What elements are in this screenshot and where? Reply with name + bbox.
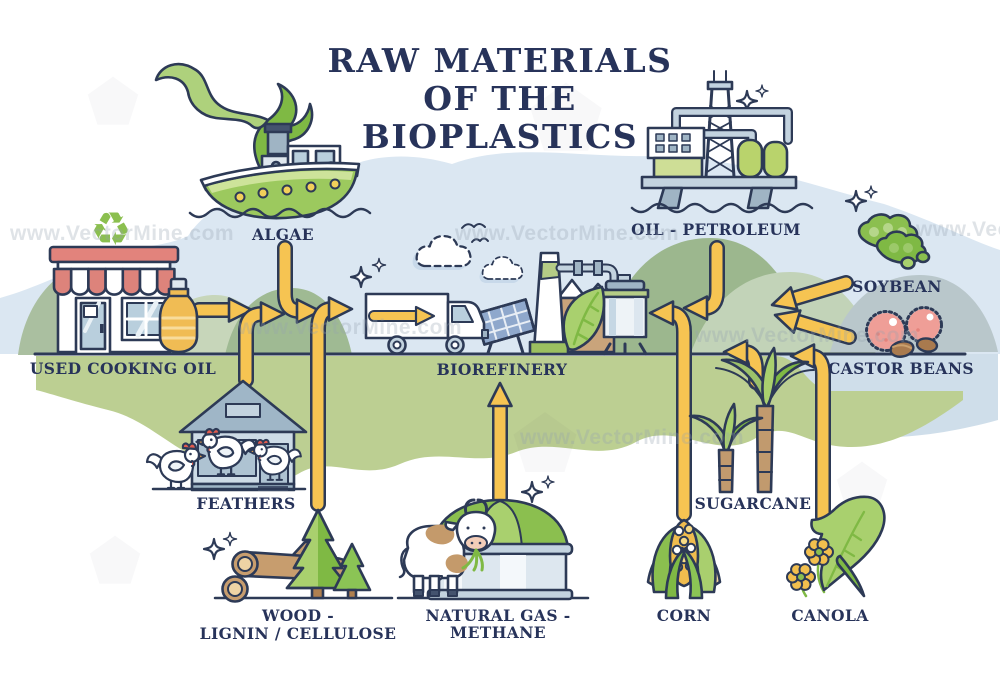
- oil-bottle-icon: [158, 277, 199, 354]
- sugarcane-icon: [688, 346, 815, 494]
- label-natural-gas-line1: NATURAL GAS -: [425, 606, 571, 625]
- corn-icon: [646, 518, 722, 600]
- label-biorefinery: BIOREFINERY: [436, 360, 568, 379]
- label-algae: ALGAE: [251, 225, 315, 244]
- arrow-feathers: [238, 301, 286, 388]
- fermenter-tank: [600, 274, 650, 356]
- truck-icon: [364, 292, 489, 355]
- label-canola: CANOLA: [791, 606, 869, 625]
- boat-waves: [188, 207, 372, 219]
- label-castor-beans: CASTOR BEANS: [828, 359, 974, 378]
- label-natural-gas-line2: METHANE: [450, 623, 546, 642]
- canola-flowers: [786, 538, 834, 591]
- feathers-icon: [145, 379, 308, 492]
- title-line-3: BIOPLASTICS: [361, 117, 639, 156]
- natural-gas-icon: [396, 498, 590, 601]
- soybean-icon: [857, 213, 931, 270]
- title-line-1: RAW MATERIALS: [327, 41, 673, 80]
- arrow-soybean: [767, 275, 854, 318]
- leaf-icon: [562, 285, 606, 351]
- label-oil-petroleum: OIL - PETROLEUM: [631, 220, 801, 239]
- pine-trees: [285, 508, 372, 600]
- label-wood-line1: WOOD -: [261, 606, 335, 625]
- cow-icon: [398, 498, 497, 597]
- arrow-corn: [648, 300, 692, 522]
- rig-waves: [630, 202, 814, 214]
- canola-icon: [786, 495, 886, 598]
- label-sugarcane: SUGARCANE: [694, 494, 812, 513]
- biorefinery-icon: [364, 251, 650, 356]
- arrow-natural-gas: [487, 381, 513, 506]
- label-feathers: FEATHERS: [196, 494, 296, 513]
- label-wood-line2: LIGNIN / CELLULOSE: [199, 624, 397, 643]
- arrow-oil-petroleum: [682, 240, 725, 321]
- title-line-2: OF THE: [423, 79, 577, 118]
- store-awning: [52, 267, 176, 296]
- arrow-sugarcane: [722, 339, 764, 390]
- arrow-used-cooking-oil: [191, 297, 254, 323]
- label-used-cooking-oil: USED COOKING OIL: [29, 359, 217, 378]
- page-title: RAW MATERIALS OF THE BIOPLASTICS: [328, 42, 673, 156]
- oil-petroleum-icon: [630, 70, 814, 214]
- algae-icon: [154, 62, 372, 220]
- factory-pipe: [555, 260, 619, 293]
- factory-chimney: [528, 251, 570, 356]
- castor-beans-icon: [865, 306, 943, 358]
- birds: [461, 223, 489, 243]
- solar-panel-icon: [474, 298, 536, 355]
- store-door: [74, 296, 112, 356]
- arrow-canola: [789, 343, 831, 525]
- used-cooking-oil-icon: ♻: [48, 202, 199, 356]
- flow-arrows: [191, 240, 857, 525]
- arrow-algae: [277, 240, 322, 324]
- label-corn: CORN: [656, 606, 712, 625]
- arrow-castor-beans: [770, 302, 857, 345]
- boat-icon: [188, 122, 372, 220]
- arrow-wood: [310, 296, 354, 512]
- recycle-icon: ♻: [90, 202, 131, 256]
- wood-icon: [213, 508, 394, 603]
- rig-panel-squares: [655, 133, 691, 153]
- label-soybean: SOYBEAN: [852, 277, 942, 296]
